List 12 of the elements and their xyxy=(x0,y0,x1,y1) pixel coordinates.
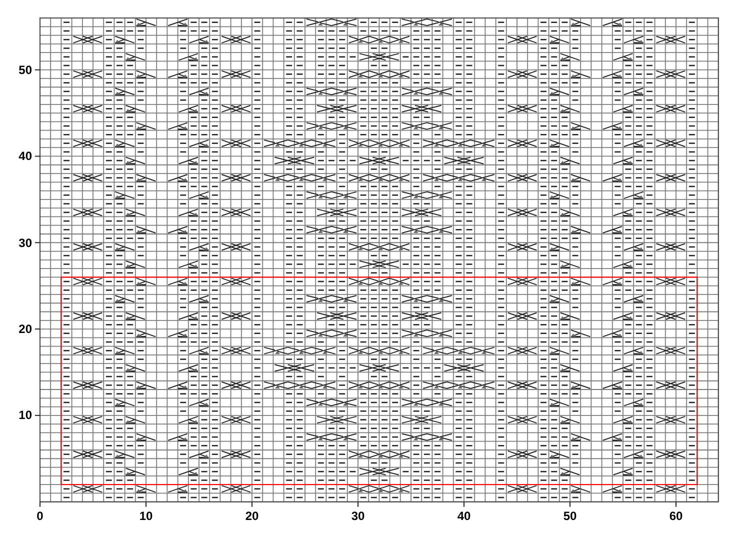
axis-tick-label: 50 xyxy=(18,62,32,77)
axis-tick-label: 30 xyxy=(351,508,365,523)
axis-tick-label: 20 xyxy=(18,322,32,336)
axis-tick-label: 30 xyxy=(18,236,32,250)
axis-tick-label: 40 xyxy=(18,149,32,164)
axis-tick-label: 40 xyxy=(457,508,471,523)
axis-tick-label: 50 xyxy=(563,508,577,523)
axis-tick-label: 10 xyxy=(139,508,153,523)
axis-tick-label: 10 xyxy=(18,408,32,422)
axis-tick-label: 60 xyxy=(669,508,683,523)
axis-tick-label: 20 xyxy=(245,508,259,523)
axis-tick-label: 0 xyxy=(36,508,44,523)
